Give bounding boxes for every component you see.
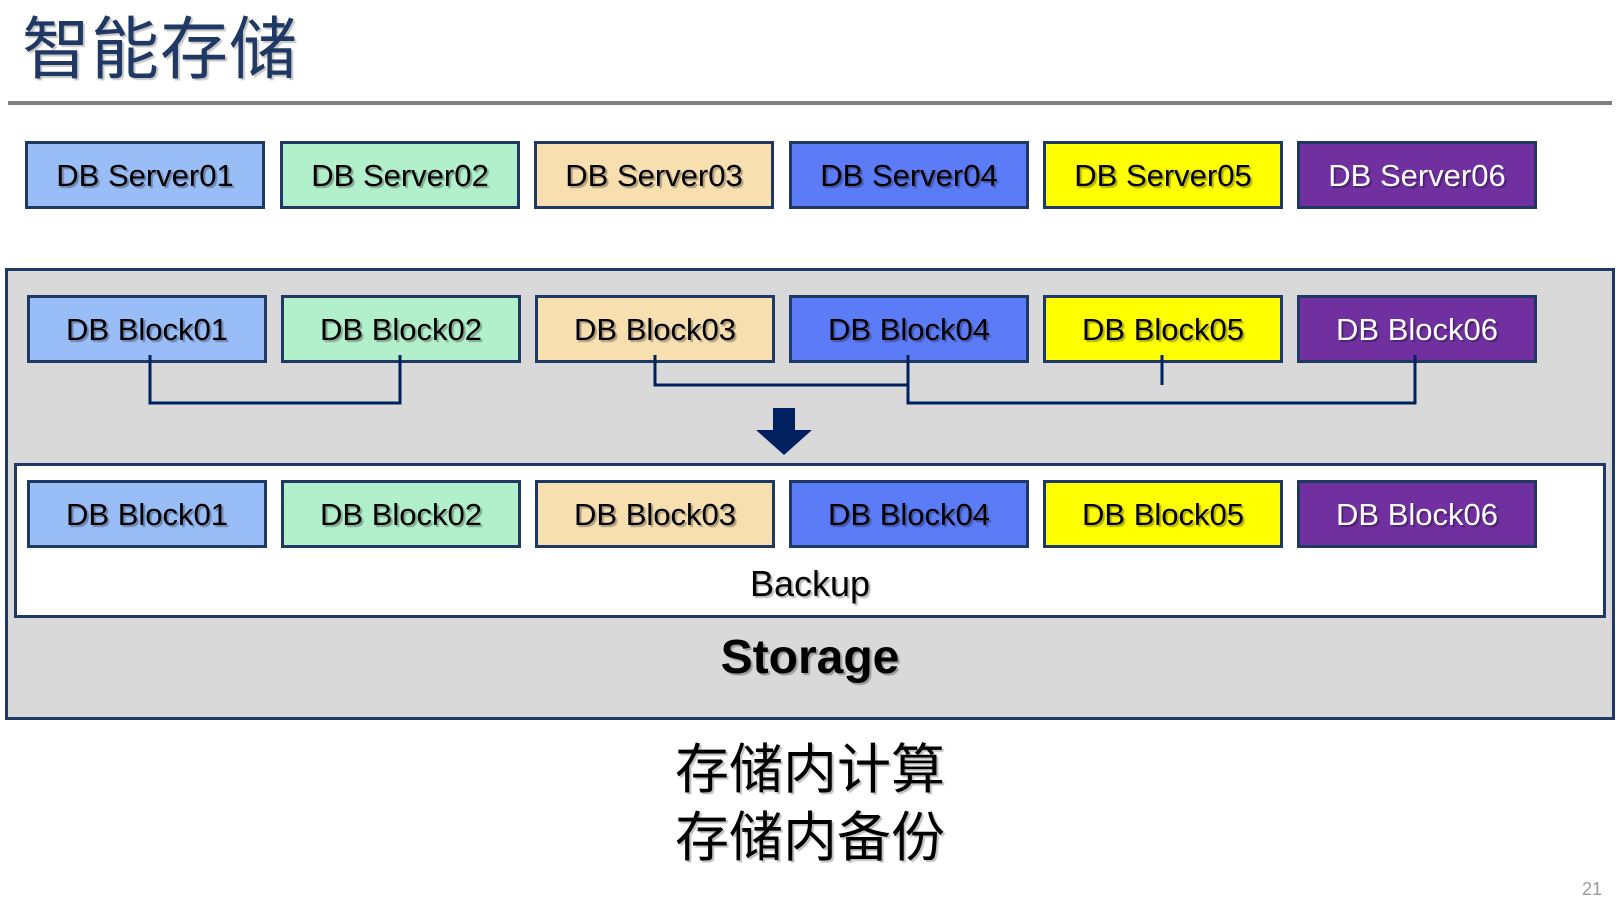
db-backup-block-box-3[interactable]: DB Block03 xyxy=(535,480,775,548)
db-backup-block-box-4[interactable]: DB Block04 xyxy=(789,480,1029,548)
db-server-box-1[interactable]: DB Server01 xyxy=(25,141,265,209)
db-server-box-5[interactable]: DB Server05 xyxy=(1043,141,1283,209)
db-backup-block-box-5[interactable]: DB Block05 xyxy=(1043,480,1283,548)
down-arrow-icon xyxy=(756,408,812,455)
caption-line-2: 存储内备份 xyxy=(675,808,945,868)
backup-label: Backup xyxy=(749,563,871,604)
db-backup-block-box-2[interactable]: DB Block02 xyxy=(281,480,521,548)
storage-label: Storage xyxy=(720,631,900,684)
db-server-box-6[interactable]: DB Server06 xyxy=(1297,141,1537,209)
db-backup-block-box-1[interactable]: DB Block01 xyxy=(27,480,267,548)
db-block-box-6[interactable]: DB Block06 xyxy=(1297,295,1537,363)
db-server-box-3[interactable]: DB Server03 xyxy=(534,141,774,209)
db-block-box-1[interactable]: DB Block01 xyxy=(27,295,267,363)
caption-block: 存储内计算存储内备份 xyxy=(0,736,1620,872)
title-divider xyxy=(8,101,1612,105)
caption-line-1: 存储内计算 xyxy=(675,740,945,800)
db-server-box-4[interactable]: DB Server04 xyxy=(789,141,1029,209)
page-number: 21 xyxy=(1581,879,1602,899)
db-block-box-4[interactable]: DB Block04 xyxy=(789,295,1029,363)
db-block-box-3[interactable]: DB Block03 xyxy=(535,295,775,363)
page-title: 智能存储 xyxy=(22,12,299,88)
db-block-box-5[interactable]: DB Block05 xyxy=(1043,295,1283,363)
db-backup-block-box-6[interactable]: DB Block06 xyxy=(1297,480,1537,548)
db-server-box-2[interactable]: DB Server02 xyxy=(280,141,520,209)
db-block-box-2[interactable]: DB Block02 xyxy=(281,295,521,363)
